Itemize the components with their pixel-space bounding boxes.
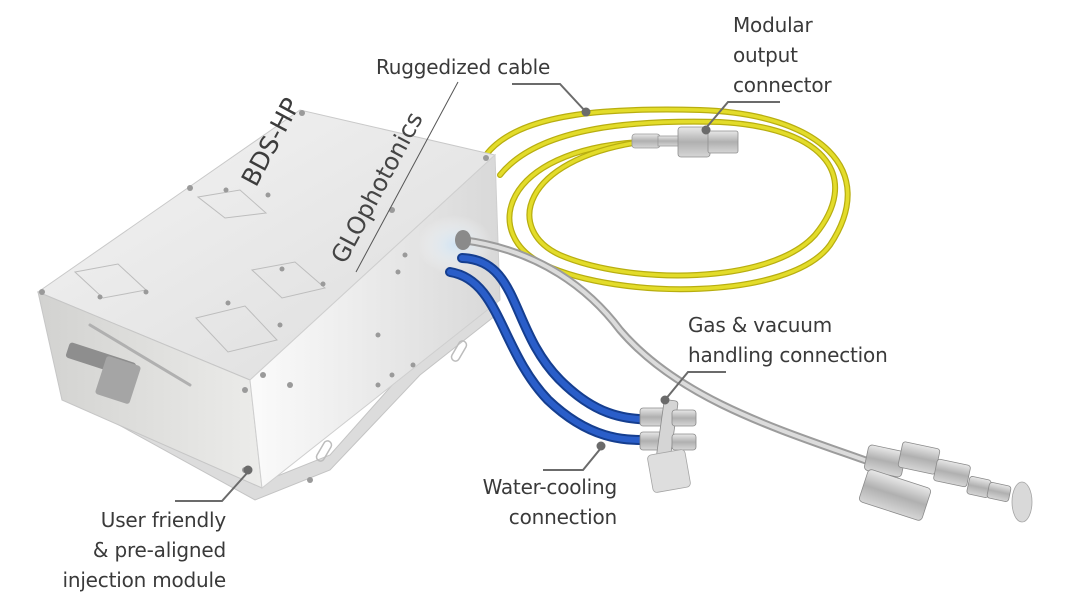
gas-vacuum-hose [455, 230, 874, 466]
callout-line: & pre-aligned [92, 538, 226, 562]
callout-water-cooling-connection: Water-cooling connection [445, 472, 618, 532]
water-cooling-hoses [445, 253, 655, 445]
callout-line: Water-cooling [482, 475, 618, 499]
callout-line: Ruggedized cable [376, 55, 551, 79]
callout-line: output [733, 43, 798, 67]
callout-line: User friendly [100, 508, 226, 532]
callout-line: handling connection [688, 343, 888, 367]
callout-line: Modular [733, 13, 813, 37]
leader-gas-vacuum [664, 371, 726, 401]
injection-module-housing: BDS-HP GLOphotonics [36, 81, 501, 501]
callout-line: connection [508, 505, 617, 529]
leader-ruggedized-cable [512, 83, 587, 113]
gas-valve-assembly [859, 441, 1033, 523]
callout-line: injection module [62, 568, 226, 592]
leader-injection-module [175, 471, 249, 502]
leader-lines [175, 83, 780, 502]
water-cooling-connector [639, 399, 697, 493]
leader-output-connector [705, 101, 780, 129]
callout-line: connector [733, 73, 832, 97]
ruggedized-cable [483, 106, 851, 293]
leader-water-cooling [543, 447, 602, 471]
callout-gas-vacuum-connection: Gas & vacuum handling connection [688, 310, 888, 370]
callout-injection-module: User friendly & pre-aligned injection mo… [20, 505, 226, 595]
handle [65, 342, 141, 404]
callout-ruggedized-cable: Ruggedized cable [376, 52, 550, 82]
callout-modular-output-connector: Modular output connector [733, 10, 832, 100]
callout-line: Gas & vacuum [688, 313, 833, 337]
modular-output-connector [631, 126, 739, 158]
